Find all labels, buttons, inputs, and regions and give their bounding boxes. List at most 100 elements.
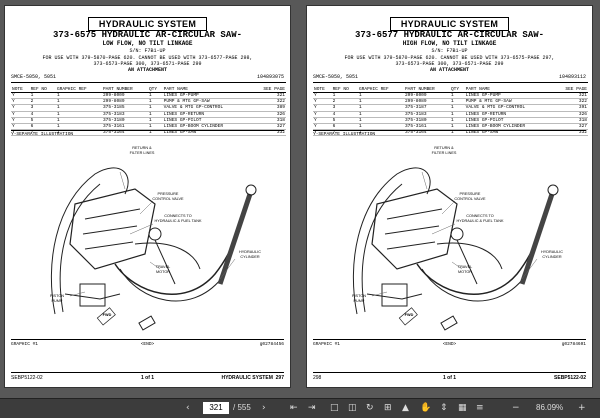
column-header-ref-no: REF NO bbox=[29, 82, 56, 93]
crop-icon[interactable]: ⊞ bbox=[384, 403, 392, 413]
cell-part-name: PUMP & MTG GP-SAW bbox=[464, 98, 554, 106]
cell-see-page[interactable]: 327 bbox=[553, 123, 588, 131]
cell-see-page[interactable]: 321 bbox=[251, 92, 286, 100]
previous-page-icon[interactable]: ‹ bbox=[186, 403, 190, 413]
hydraulic-illustration bbox=[50, 167, 257, 331]
fit-page-icon[interactable]: □ bbox=[330, 403, 339, 413]
cell-part-name: LINES GP-SAW bbox=[162, 129, 252, 137]
cell-note: Y bbox=[313, 117, 332, 124]
cell-ref-no: 2 bbox=[29, 98, 56, 106]
column-header-see-page: SEE PAGE bbox=[553, 82, 588, 93]
cell-qty: 1 bbox=[147, 98, 163, 106]
doc-id: i04893112 bbox=[558, 74, 586, 80]
cell-ref-no: 5 bbox=[29, 117, 56, 124]
model-list: SMCE-5050, 5051 bbox=[11, 74, 57, 80]
cell-graphic-ref: 1 bbox=[357, 98, 404, 106]
column-header-part-name: PART NAME bbox=[162, 82, 252, 93]
graphic-bar: GRAPHIC #1 <END> g02784601 bbox=[313, 339, 586, 350]
cell-graphic-ref: 1 bbox=[55, 98, 102, 106]
cell-see-page[interactable]: 327 bbox=[251, 123, 286, 131]
column-header-part-number: PART NUMBER bbox=[403, 82, 450, 93]
label-fwd: FWD bbox=[404, 313, 414, 317]
cell-graphic-ref: 1 bbox=[55, 92, 102, 100]
cell-part-number: 375-3164 bbox=[403, 129, 450, 137]
attachment-note: AN ATTACHMENT bbox=[429, 67, 469, 73]
system-title-text: HYDRAULIC SYSTEM bbox=[87, 17, 208, 31]
cell-graphic-ref: 1 bbox=[55, 129, 102, 137]
graphic-label: GRAPHIC #1 bbox=[11, 342, 39, 347]
rotate-icon[interactable]: ↻ bbox=[366, 403, 374, 413]
last-page-icon[interactable]: ⇥ bbox=[308, 403, 316, 413]
cell-see-page[interactable]: 318 bbox=[251, 117, 286, 124]
table-meta: SMCE-5050, 5051 i04893112 bbox=[313, 74, 586, 82]
cell-part-number: 209-8009 bbox=[101, 92, 148, 100]
label-return-filter-lines: RETURN &FILTER LINES bbox=[129, 146, 155, 155]
hand-tool-icon[interactable]: ✋ bbox=[420, 403, 432, 413]
column-header-part-name: PART NAME bbox=[464, 82, 554, 93]
cell-see-page[interactable]: 322 bbox=[251, 98, 286, 106]
cell-qty: 1 bbox=[147, 92, 163, 100]
two-page-view-icon[interactable]: ◫ bbox=[348, 403, 357, 413]
model-list: SMCE-5050, 5051 bbox=[313, 74, 359, 80]
page-layout-icon[interactable]: ▦ bbox=[458, 403, 467, 413]
cell-ref-no: 2 bbox=[331, 98, 358, 106]
cell-part-name: VALVE & MTG GP-CONTROL bbox=[464, 104, 554, 112]
cell-ref-no: 1 bbox=[331, 92, 358, 100]
group-subtitle: LOW FLOW, NO TILT LINKAGE bbox=[102, 40, 193, 47]
cell-part-number: 375-3161 bbox=[101, 123, 148, 131]
cell-part-name: LINES GP-RETURN bbox=[162, 111, 252, 118]
group-title: 373-6575 HYDRAULIC AR-CIRCULAR SAW- bbox=[52, 30, 243, 40]
cell-see-page[interactable]: 322 bbox=[553, 98, 588, 106]
cell-see-page[interactable]: 321 bbox=[553, 92, 588, 100]
cell-see-page[interactable]: 318 bbox=[553, 117, 588, 124]
end-label: <END> bbox=[140, 342, 155, 347]
cell-see-page[interactable]: 332 bbox=[251, 129, 286, 137]
zoom-level[interactable]: 86.09% bbox=[536, 403, 564, 412]
cell-see-page[interactable]: 389 bbox=[251, 104, 286, 112]
cell-part-name: LINES GP-PUMP bbox=[162, 92, 252, 100]
cell-qty: 1 bbox=[449, 117, 465, 124]
cell-note: Y bbox=[313, 104, 332, 112]
cell-part-name: PUMP & MTG GP-SAW bbox=[162, 98, 252, 106]
cell-part-number: 375-3185 bbox=[101, 104, 148, 112]
label-fwd: FWD bbox=[102, 313, 112, 317]
footer-page-number: 297 bbox=[275, 375, 284, 381]
usage-note-2: 373-6573-PAGE 300, 373-6571-PAGE 299 bbox=[93, 61, 202, 67]
cell-note: Y bbox=[313, 111, 332, 118]
column-header-graphic-ref: GRAPHIC REF bbox=[55, 82, 102, 93]
cell-see-page[interactable]: 326 bbox=[251, 111, 286, 118]
cell-ref-no: 6 bbox=[331, 123, 358, 131]
cell-part-name: LINES GP-BOOM CYLINDER bbox=[162, 123, 252, 131]
cell-part-name: LINES GP-RETURN bbox=[464, 111, 554, 118]
continuous-view-icon[interactable]: ≡ bbox=[476, 403, 484, 413]
cell-see-page[interactable]: 391 bbox=[553, 104, 588, 112]
page-number-input[interactable]: 321 bbox=[203, 402, 229, 414]
cell-see-page[interactable]: 326 bbox=[553, 111, 588, 118]
select-tool-icon[interactable]: ▲ bbox=[402, 403, 409, 413]
cell-graphic-ref: 1 bbox=[55, 117, 102, 124]
cell-part-name: LINES GP-PILOT bbox=[162, 117, 252, 124]
cell-part-number: 375-3187 bbox=[403, 104, 450, 112]
next-page-icon[interactable]: › bbox=[262, 403, 266, 413]
cell-graphic-ref: 1 bbox=[357, 92, 404, 100]
page-total: / 555 bbox=[233, 403, 251, 412]
first-page-icon[interactable]: ⇤ bbox=[290, 403, 298, 413]
attachment-note: AN ATTACHMENT bbox=[127, 67, 167, 73]
zoom-in-icon[interactable]: + bbox=[578, 403, 586, 413]
catalog-page-298: HYDRAULIC SYSTEM 373-6577 HYDRAULIC AR-C… bbox=[306, 5, 593, 388]
scroll-mode-icon[interactable]: ⇕ bbox=[440, 403, 448, 413]
zoom-out-icon[interactable]: − bbox=[512, 403, 520, 413]
cell-ref-no: 4 bbox=[29, 111, 56, 118]
cell-see-page[interactable]: 332 bbox=[553, 129, 588, 137]
end-label: <END> bbox=[442, 342, 457, 347]
